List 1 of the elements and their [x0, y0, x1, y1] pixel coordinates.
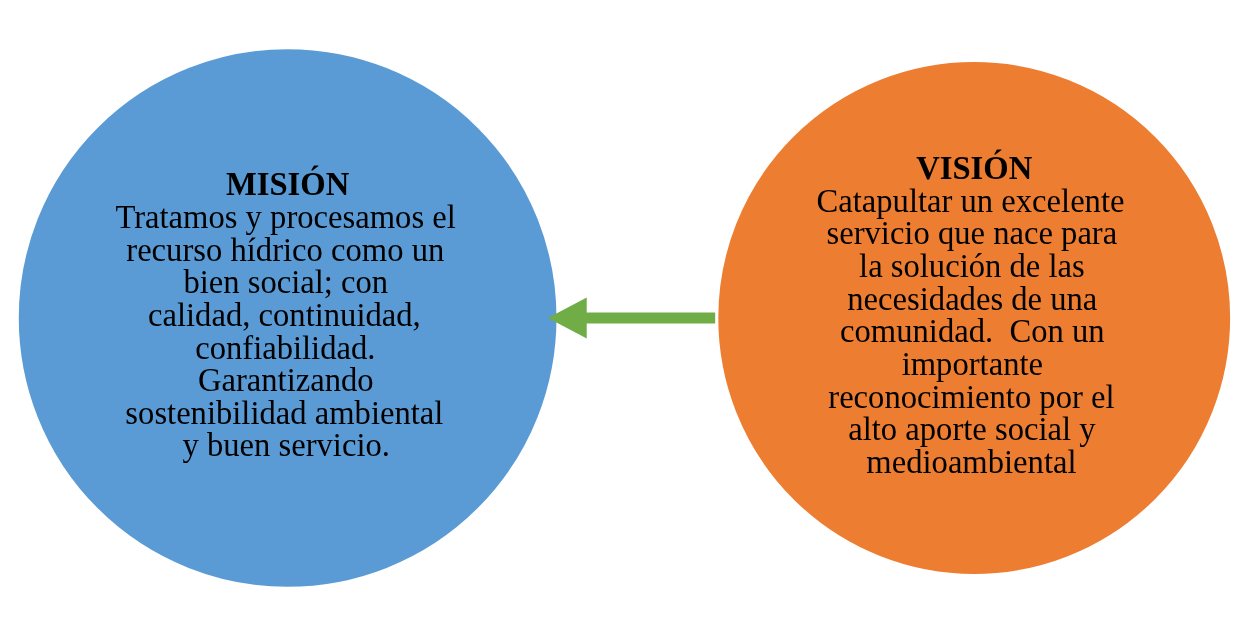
arrow: [547, 297, 716, 338]
